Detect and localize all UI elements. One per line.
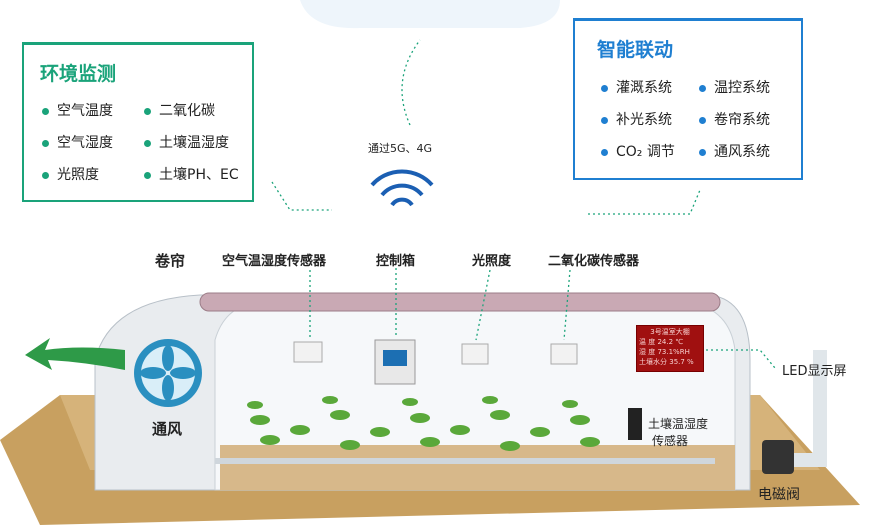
curtain-roll — [199, 292, 721, 312]
cloud-shape — [300, 0, 560, 29]
label-fan: 通风 — [152, 420, 183, 438]
label-curtain: 卷帘 — [155, 252, 186, 270]
led-row-value: 35.7 % — [669, 358, 694, 366]
led-row-label: 土壤水分 — [639, 358, 667, 366]
label-soil-sensor-2: 传感器 — [652, 434, 689, 448]
led-row-value: 73.1%RH — [657, 348, 690, 356]
environment-monitor-panel: 环境监测 空气温度 二氧化碳 空气湿度 土壤温湿度 光照度 土壤PH、EC — [22, 42, 254, 202]
list-item: 光照度 — [42, 164, 99, 184]
list-item: 空气温度 — [42, 100, 113, 120]
label-soil-sensor-1: 土壤温湿度 — [648, 417, 709, 431]
led-row-value: 24.2 ℃ — [657, 338, 684, 346]
led-title: 3号温室大棚 — [650, 328, 690, 336]
network-label: 通过5G、4G — [368, 142, 433, 155]
list-item: 卷帘系统 — [699, 109, 770, 129]
list-item: 补光系统 — [601, 109, 672, 129]
soil-sensor-device — [628, 408, 642, 440]
panel-title: 环境监测 — [40, 63, 117, 85]
list-item: 土壤PH、EC — [144, 164, 239, 184]
label-led: LED显示屏 — [782, 364, 847, 379]
list-item: 空气湿度 — [42, 132, 113, 152]
label-valve: 电磁阀 — [758, 487, 800, 503]
led-row-label: 湿 度 — [639, 348, 656, 356]
panel-title: 智能联动 — [597, 39, 674, 61]
list-item: 土壤温湿度 — [144, 132, 229, 152]
list-item: 二氧化碳 — [144, 100, 215, 120]
plants — [247, 396, 600, 451]
list-item: 灌溉系统 — [601, 77, 672, 97]
label-light: 光照度 — [472, 254, 512, 269]
list-item: 通风系统 — [699, 141, 770, 161]
label-co2: 二氧化碳传感器 — [548, 254, 640, 269]
airflow-arrow — [25, 338, 125, 370]
led-row-label: 温 度 — [639, 338, 656, 346]
label-air-sensor: 空气温湿度传感器 — [222, 254, 327, 269]
label-control-box: 控制箱 — [376, 254, 416, 269]
light-sensor-device — [461, 343, 489, 365]
co2-sensor-device — [550, 343, 578, 365]
solenoid-valve — [762, 440, 794, 474]
wifi-icon — [370, 169, 434, 207]
list-item: 温控系统 — [699, 77, 770, 97]
smart-linkage-panel: 智能联动 灌溉系统 温控系统 补光系统 卷帘系统 CO₂ 调节 通风系统 — [573, 18, 803, 180]
list-item: CO₂ 调节 — [601, 141, 675, 161]
led-display: 3号温室大棚 温 度 24.2 ℃ 湿 度 73.1%RH 土壤水分 35.7 … — [636, 325, 704, 372]
air-sensor-device — [293, 341, 323, 363]
